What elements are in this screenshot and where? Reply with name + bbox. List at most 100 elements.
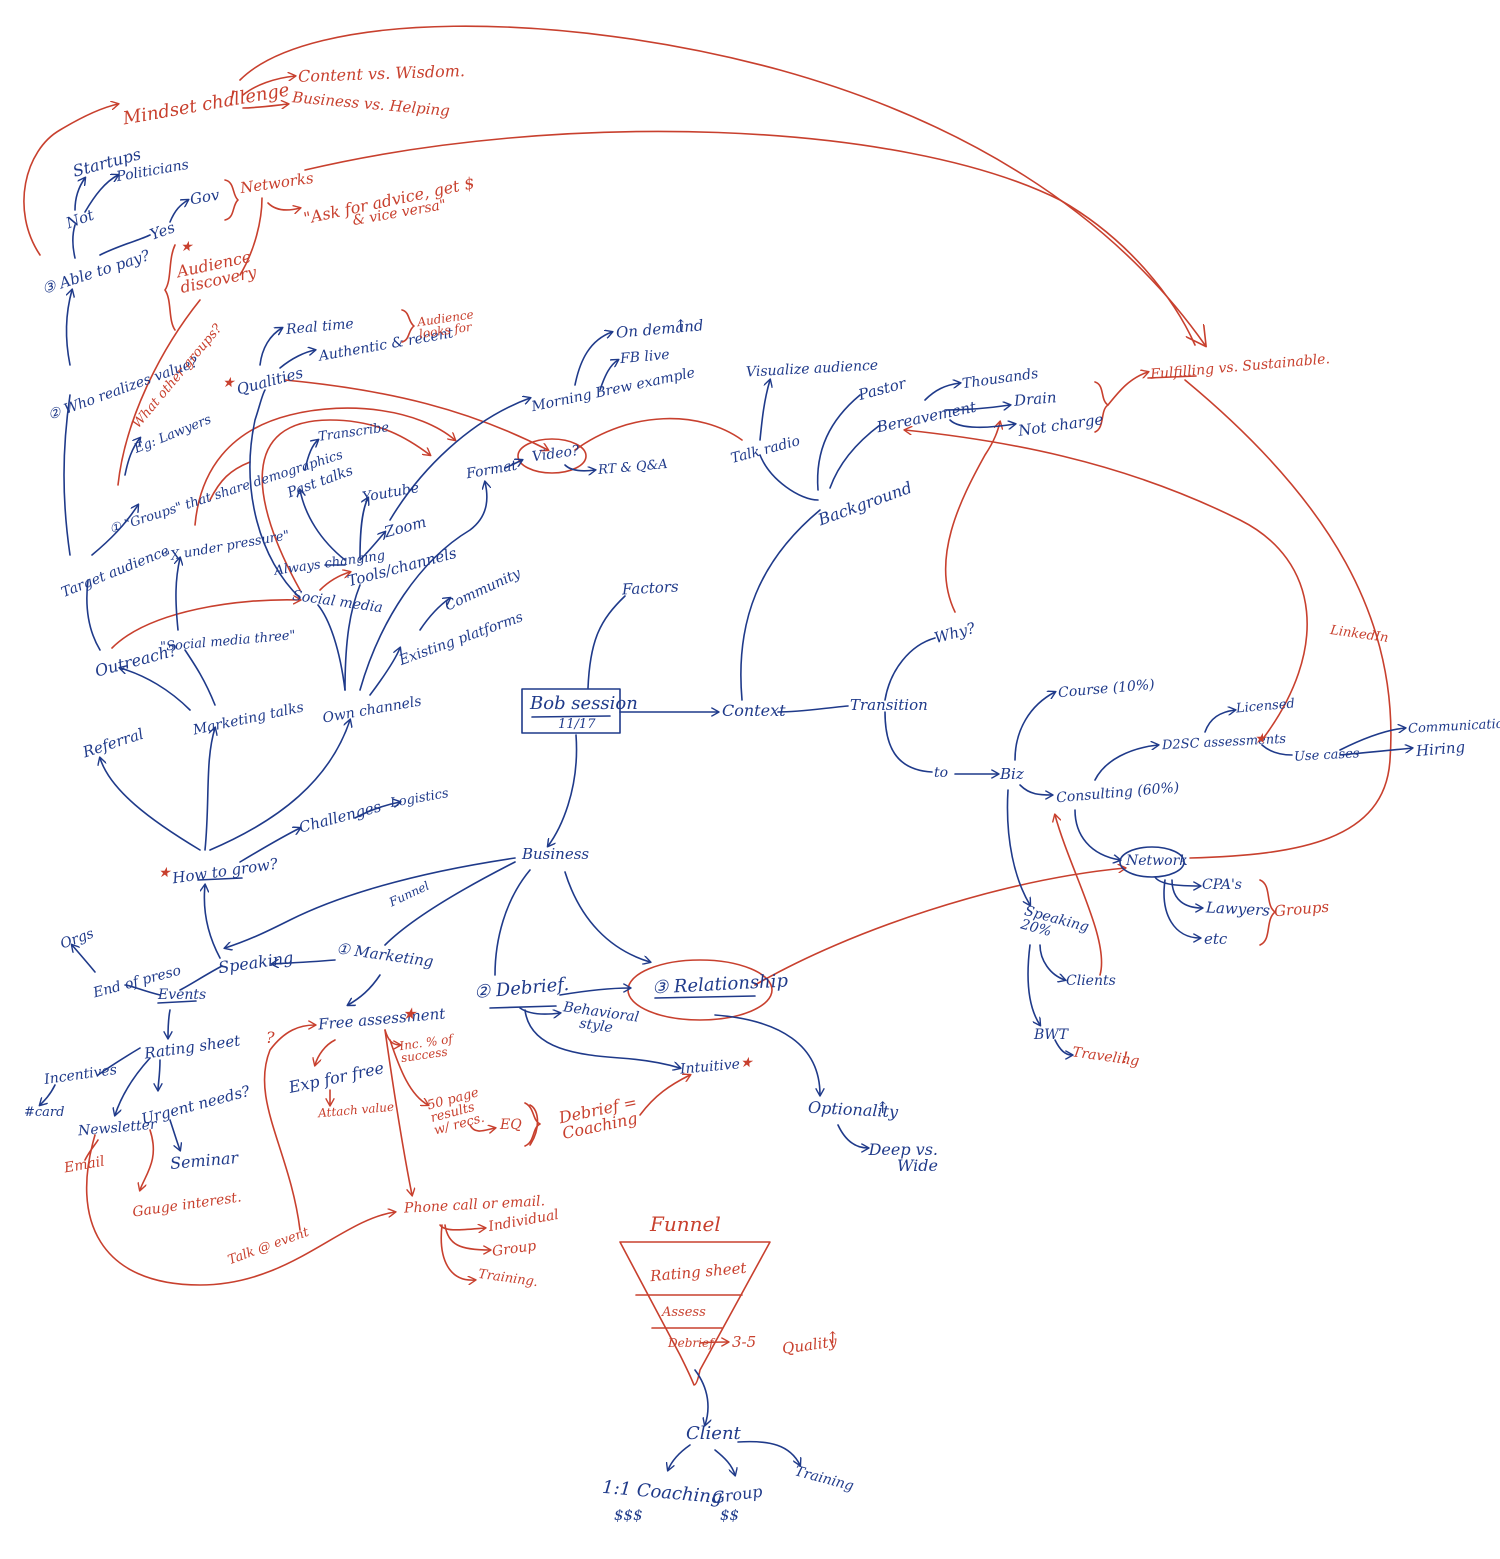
node-hiring: Hiring bbox=[1415, 737, 1466, 761]
line-relationship-optionality bbox=[714, 1014, 820, 1095]
line-business-howtogrow bbox=[225, 857, 516, 948]
line-talkradio-visualize bbox=[759, 380, 770, 441]
arc-phone-group bbox=[444, 1224, 490, 1250]
node-etc: etc bbox=[1204, 930, 1228, 948]
line-rating-newsletter bbox=[115, 1057, 151, 1115]
line-not-politicians bbox=[84, 175, 118, 213]
line-mkttalks-smthree bbox=[184, 649, 216, 706]
up-arrow-icon-optionality: ↑ bbox=[876, 1098, 890, 1117]
line-events-rating bbox=[168, 1009, 170, 1038]
line-pasttalks-transcribe bbox=[304, 440, 318, 471]
arc-x-pressure-back bbox=[209, 461, 251, 501]
arc-brace-fulfilling bbox=[1107, 372, 1148, 406]
arc-mindset-business bbox=[242, 104, 288, 108]
line-bereavement-thousands bbox=[924, 383, 960, 401]
line-existing-community bbox=[419, 598, 450, 631]
line-context-background bbox=[740, 509, 821, 701]
line-network-etc bbox=[1163, 879, 1200, 938]
up-arrow-icon: ↑ bbox=[674, 316, 688, 335]
arc-clients-consulting bbox=[1055, 815, 1103, 976]
line-qualities-authentic bbox=[279, 350, 315, 369]
line-howtogrow-challenges bbox=[239, 828, 300, 863]
line-transition-why bbox=[884, 637, 936, 701]
exclamation-icon-mindset: ! bbox=[228, 86, 237, 110]
underline-how-to-grow bbox=[197, 877, 243, 881]
line-own-social bbox=[317, 604, 346, 691]
line-format-video bbox=[504, 460, 522, 469]
brace-groups bbox=[1259, 879, 1276, 946]
star-icon-free-assessment: ★ bbox=[402, 1004, 417, 1023]
arc-funnel-debrief-35 bbox=[699, 1342, 728, 1343]
line-urgent-seminar bbox=[169, 1119, 180, 1150]
line-marketing-speaking bbox=[272, 960, 336, 964]
line-own-tools bbox=[344, 584, 361, 691]
node-fb-live: FB live bbox=[619, 346, 671, 368]
line-business-relationship bbox=[564, 871, 650, 962]
line-target-who bbox=[63, 394, 71, 556]
arc-d2sc-background bbox=[905, 430, 1308, 741]
star-icon-how-to-grow: ★ bbox=[158, 865, 171, 881]
arc-debrief-intuitive bbox=[639, 1075, 690, 1116]
line-events-endpreso bbox=[124, 984, 161, 996]
arc-phone-training bbox=[440, 1224, 475, 1280]
line-howtogrow-marketing-talks bbox=[204, 728, 215, 851]
line-biz-speaking bbox=[1006, 789, 1030, 905]
line-speaking-howtogrow bbox=[204, 885, 221, 959]
line-transition-to bbox=[884, 711, 933, 773]
line-outreach-target bbox=[86, 579, 101, 651]
line-background-bereavement bbox=[829, 424, 881, 489]
line-howtogrow-own bbox=[209, 720, 350, 851]
node-lawyers: Lawyers bbox=[1205, 898, 1271, 920]
arc-fulfilling-network bbox=[1184, 379, 1392, 859]
line-bwt-traveling bbox=[1054, 1039, 1072, 1055]
line-client-training bbox=[737, 1440, 800, 1465]
line-not-startups bbox=[74, 178, 85, 211]
line-d2sc-licensed bbox=[1204, 710, 1235, 733]
node-transition: Transition bbox=[850, 696, 928, 714]
line-own-format bbox=[359, 482, 487, 691]
underline-fulfilling bbox=[1147, 375, 1197, 379]
funnel-one-to-one-price: $$$ bbox=[614, 1506, 643, 1524]
line-qualities-realtime bbox=[259, 328, 282, 366]
underline-bob bbox=[531, 715, 611, 718]
line-speaking-bwt bbox=[1027, 944, 1040, 1025]
line-rating-urgent bbox=[158, 1059, 160, 1090]
node-deep-vs-wide: Deep vs. Wide bbox=[868, 1140, 938, 1175]
node-cpas: CPA's bbox=[1202, 877, 1242, 893]
arc-newsletter-phone bbox=[85, 1134, 395, 1286]
arc-urgent-gauge bbox=[140, 1129, 155, 1190]
brace-eq bbox=[524, 1102, 541, 1147]
line-incentives-card bbox=[40, 1084, 56, 1105]
line-morningbrew-fblive bbox=[599, 360, 618, 391]
line-marketing-free bbox=[348, 974, 381, 1005]
star-icon-audience: ★ bbox=[180, 239, 193, 255]
star-icon-intuitive: ★ bbox=[740, 1055, 753, 1071]
line-biz-consulting bbox=[1019, 784, 1052, 795]
line-tools-youtube bbox=[359, 498, 368, 559]
line-smthree-xpressure bbox=[176, 558, 180, 631]
line-challenges-logistics bbox=[354, 802, 400, 819]
arc-networks-to-fulfilling bbox=[304, 130, 1196, 346]
line-rating-incentives bbox=[97, 1047, 141, 1076]
node-biz: Biz bbox=[1000, 765, 1024, 783]
line-speaking-events bbox=[179, 965, 223, 991]
arc-free-phone bbox=[384, 1029, 412, 1195]
underline-relationship bbox=[654, 995, 756, 999]
funnel-level-assess: Assess bbox=[662, 1305, 706, 1320]
funnel-client: Client bbox=[686, 1423, 741, 1444]
arc-networks-ask bbox=[267, 202, 300, 210]
arc-groups-audience bbox=[117, 299, 201, 486]
line-business-debrief bbox=[494, 869, 531, 976]
line-bob-business bbox=[548, 734, 578, 846]
node-question-mark: ? bbox=[266, 1028, 275, 1047]
line-tools-pasttalks bbox=[300, 490, 346, 561]
node-business: Business bbox=[522, 845, 590, 863]
brace-networks bbox=[224, 179, 239, 221]
line-debrief-behavioral bbox=[519, 1007, 560, 1014]
node-factors: Factors bbox=[621, 577, 680, 599]
star-icon-d2sc: ★ bbox=[1254, 731, 1267, 747]
brace-audience-looks bbox=[401, 309, 415, 343]
bob-session-box bbox=[521, 688, 621, 734]
node-bwt: BWT bbox=[1034, 1027, 1069, 1043]
